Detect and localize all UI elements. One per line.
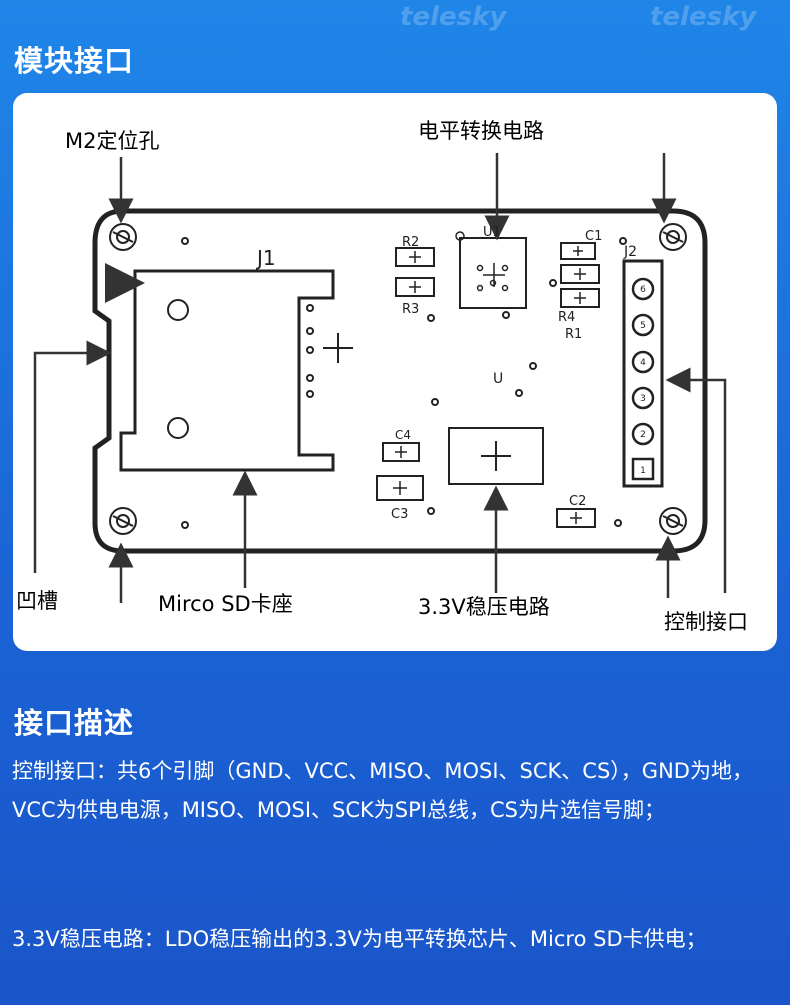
pcb-label-r1: R1: [565, 327, 582, 342]
resistor-r1: [560, 288, 600, 308]
svg-text:4: 4: [640, 358, 646, 368]
pcb-label-c3: C3: [391, 507, 408, 522]
sd-socket-pins: [306, 304, 314, 398]
svg-text:6: 6: [640, 285, 646, 295]
header-j2-pins: [631, 277, 655, 481]
svg-text:5: 5: [640, 321, 646, 331]
mounting-hole-bottom-right: [659, 507, 687, 535]
pcb-label-j2: J2: [623, 244, 637, 260]
pcb-diagram: J1 J2 U1 U R2 R3 R4 R1 C1 C2 C3 C4 6 5 4…: [33, 153, 727, 603]
chip-u1: [459, 237, 527, 309]
pcb-label-r4: R4: [558, 310, 575, 325]
mounting-hole-top-right: [659, 223, 687, 251]
section-title-module-interface: 模块接口: [14, 44, 135, 78]
capacitor-c2: [556, 508, 596, 528]
label-m2-hole: M2定位孔: [65, 129, 160, 153]
resistor-r3: [395, 277, 435, 297]
description-control: 控制接口：共6个引脚（GND、VCC、MISO、MOSI、SCK、CS），GND…: [12, 759, 753, 822]
watermark-top-right: telesky: [650, 2, 757, 32]
pcb-label-u: U: [493, 371, 503, 387]
sd-socket-outline: [119, 269, 335, 472]
svg-text:2: 2: [640, 430, 646, 440]
pcb-label-c2: C2: [569, 494, 586, 509]
arrow-control: [665, 367, 727, 593]
resistor-r2: [395, 247, 435, 267]
pcb-label-r3: R3: [402, 302, 419, 317]
capacitor-c4: [382, 442, 420, 462]
label-control: 控制接口: [664, 610, 748, 634]
sd-socket-peg-bottom: [167, 417, 189, 439]
label-level-shift: 电平转换电路: [418, 119, 544, 143]
capacitor-c1: [560, 242, 596, 260]
description-regulator: 3.3V稳压电路：LDO稳压输出的3.3V为电平转换芯片、Micro SD卡供电…: [12, 927, 707, 951]
svg-text:1: 1: [640, 466, 646, 476]
sd-socket-peg-top: [167, 299, 189, 321]
vias: [181, 237, 627, 529]
arrow-groove: [33, 340, 112, 573]
pcb-diagram-panel: J1 J2 U1 U R2 R3 R4 R1 C1 C2 C3 C4 6 5 4…: [13, 93, 777, 651]
label-regulator: 3.3V稳压电路: [418, 595, 550, 619]
mounting-hole-bottom-left: [109, 507, 137, 535]
label-groove: 凹槽: [16, 589, 58, 613]
capacitor-c3: [376, 475, 424, 501]
mounting-hole-top-left: [109, 223, 137, 251]
chip-u-regulator: [448, 427, 544, 485]
pcb-label-u1: U1: [483, 225, 501, 240]
section-title-interface-desc: 接口描述: [14, 706, 135, 740]
pcb-label-j1: J1: [255, 246, 276, 270]
pcb-label-c4: C4: [395, 428, 411, 442]
pcb-label-c1: C1: [585, 229, 602, 244]
sd-crosshair: [323, 333, 353, 363]
header-j2: [622, 259, 664, 488]
label-sd-socket: Mirco SD卡座: [158, 592, 293, 616]
header-pin-numbers: 6 5 4 3 2 1: [640, 285, 646, 476]
svg-text:3: 3: [640, 394, 646, 404]
watermark-top-center: telesky: [400, 2, 507, 32]
pcb-label-r2: R2: [402, 235, 419, 250]
resistor-r4: [560, 264, 600, 284]
